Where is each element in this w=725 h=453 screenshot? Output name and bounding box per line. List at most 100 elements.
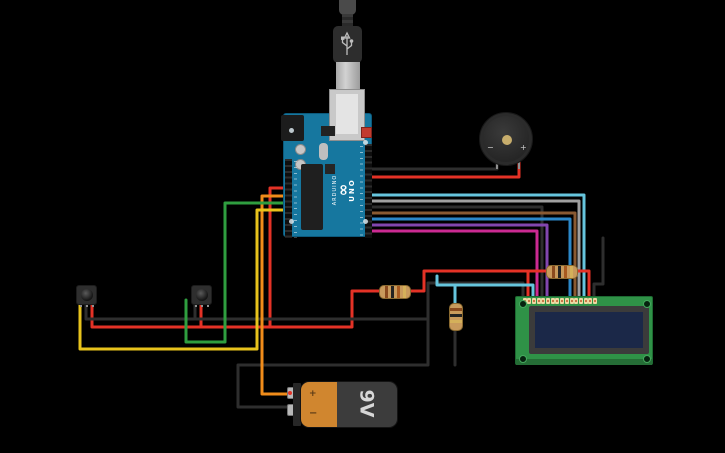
temperature-sensor-1[interactable] [76,285,97,305]
lcd-mounting-hole [519,300,527,308]
arduino-uno-board[interactable]: ARDUINO ∞ UNO [281,89,372,238]
arduino-model-text: UNO [348,178,356,202]
resistor-band [558,266,561,278]
digital-header[interactable] [365,144,372,238]
lcd-pin-4[interactable] [536,298,541,304]
resistor-band [450,308,462,311]
lcd-pin-6[interactable] [546,298,550,304]
wire-ground-net[interactable] [84,301,430,409]
resistor-band [552,266,555,278]
resistor-r3[interactable] [449,303,463,331]
lcd-pin-13[interactable] [578,298,583,304]
resistor-band [570,266,573,278]
temperature-sensor-2[interactable] [191,285,212,305]
lcd-bezel [529,306,649,354]
voltage-regulator [325,164,335,174]
lcd-pin-dot [547,300,549,302]
usb-plug-body[interactable] [333,26,362,63]
battery-9v[interactable]: + − 9V [300,381,398,428]
usb-trident-icon [341,31,354,55]
lcd-pin-dot [551,300,554,302]
lcd-pin-dot [561,300,564,302]
wire-lcd-led-minus[interactable] [592,236,605,301]
buzzer-plus-label: + [520,143,527,152]
buzzer-minus-label: − [487,143,494,152]
lcd-pin-dot [584,300,587,302]
reset-button[interactable] [361,127,372,138]
wire-lcd-contrast[interactable] [435,274,535,301]
lcd-pin-dot [575,300,578,302]
lcd-pin-9[interactable] [560,298,565,304]
wire-arduino-5v[interactable] [268,186,285,329]
lcd-screen [535,312,643,348]
resistor-band [564,266,567,278]
crystal-oscillator [319,143,328,160]
lcd-pin-10[interactable] [564,298,569,304]
power-analog-header[interactable] [285,159,292,238]
lcd-pin-7[interactable] [550,298,555,304]
usb-socket [329,89,365,141]
battery-plus-label: + [309,389,317,399]
buzzer-center-dot [502,135,512,145]
lcd-pin-8[interactable] [555,298,560,304]
lcd-pin-dot [579,300,582,302]
resistor-band [450,314,462,317]
lcd-pin-12[interactable] [574,298,579,304]
battery-voltage-label: 9V [355,389,378,418]
lcd-pin-dot [570,300,573,302]
piezo-buzzer[interactable]: − + [479,112,533,166]
lcd-pin-2[interactable] [527,298,532,304]
resistor-band [403,286,406,298]
mounting-hole [289,128,294,133]
pin-labels-right [360,146,363,238]
wire-lcd-gnd[interactable] [426,281,525,324]
pin-labels-left [294,161,297,238]
wire-power-rail-a[interactable] [90,289,383,329]
lcd-pin-dot [565,300,568,302]
arduino-logo: ARDUINO ∞ UNO [332,160,361,220]
wire-lcd-db7[interactable] [370,193,586,301]
lcd-mounting-hole [643,300,651,308]
resistor-r1[interactable] [379,285,411,299]
resistor-band [450,320,462,323]
atmega-chip [301,164,323,230]
battery-minus-label: − [309,408,318,419]
wire-lcd-rs[interactable] [370,229,539,301]
wire-buzzer-gnd[interactable] [370,159,499,171]
lcd-mounting-hole [643,355,651,363]
resistor-band [397,286,400,298]
sensor-face [196,289,208,301]
lcd-pin-11[interactable] [569,298,574,304]
usb-socket-top [336,94,358,134]
lcd-pin-row [516,297,654,305]
wire-sensor1-signal[interactable] [78,208,285,351]
lcd-pin-3[interactable] [531,298,536,304]
wire-battery-plus[interactable] [260,194,294,396]
usb-cable-strain-relief[interactable] [339,0,356,15]
lcd-mounting-hole [519,355,527,363]
wire-lcd-db6[interactable] [370,199,581,301]
wire-lcd-rw[interactable] [370,205,544,301]
battery-terminal-plate [293,383,301,426]
mounting-hole [289,219,294,224]
lcd-pin-14[interactable] [583,298,588,304]
lcd-pin-5[interactable] [541,298,546,304]
wire-sensor2-signal[interactable] [184,201,285,344]
battery-positive-connector-dot [288,391,292,395]
mounting-hole [363,140,368,145]
usb-plug-metal[interactable] [336,62,360,92]
wire-power-rail-b[interactable] [406,269,550,293]
lcd-pin-dot [532,300,535,302]
resistor-r2[interactable] [546,265,578,279]
lcd-pin-dot [594,300,596,302]
resistor-band [391,286,394,298]
lcd-display[interactable] [515,296,653,365]
usb-cable-neck[interactable] [342,14,353,27]
lcd-bottom-trim [516,359,652,365]
lcd-pin-16[interactable] [593,298,597,304]
lcd-pin-dot [542,300,545,302]
lcd-pin-dot [589,300,592,302]
lcd-pin-15[interactable] [588,298,593,304]
capacitor [295,144,306,155]
